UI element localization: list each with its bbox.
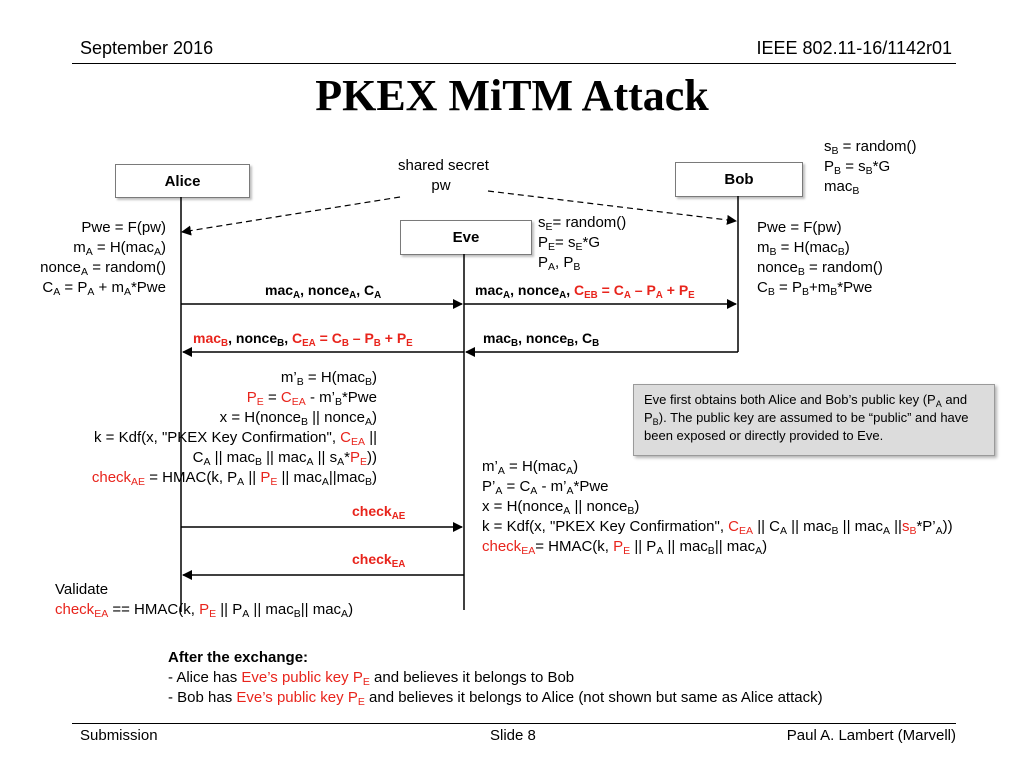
shared-secret-arrow-left [181,196,401,236]
eve-box: Eve [400,220,532,255]
alice-label: Alice [164,172,201,190]
check-ea-label: checkEA [352,551,406,570]
header-date: September 2016 [80,38,214,58]
msg2-label: macA, nonceA, CEB = CA – PA + PE [475,282,695,301]
footer-submission: Submission [80,727,158,744]
bob-box: Bob [675,162,803,197]
shared-secret-arrow-right [487,190,737,225]
eve-confirm-calc: m’A = H(macA) P’A = CA - m’A*Pwe x = H(n… [482,458,953,557]
msg1-label: macA, nonceA, CA [265,282,382,301]
after-exchange: After the exchange: - Alice has Eve’s pu… [168,649,823,708]
eve-setup: sE= random() PE= sE*G PA, PB [538,214,627,273]
header-doc-id: IEEE 802.11-16/1142r01 [756,38,952,58]
header-rule [72,63,956,64]
msg4-label: macB, nonceB, CEA = CB – PB + PE [193,330,413,349]
alice-confirm-calc: m’B = H(macB) PE = CEA - m’B*Pwe x = H(n… [91,369,377,488]
footer-slide-number: Slide 8 [490,727,536,744]
alice-validate: Validate checkEA == HMAC(k, PE || PA || … [55,581,354,620]
msg3-label: macB, nonceB, CB [483,330,600,349]
check-ae-label: checkAE [352,503,406,522]
footer-author: Paul A. Lambert (Marvell) [786,727,956,744]
bob-calc: Pwe = F(pw) mB = H(macB) nonceB = random… [757,219,883,298]
alice-calc: Pwe = F(pw) mA = H(macA) nonceA = random… [40,219,166,298]
alice-box: Alice [115,164,250,198]
bob-setup: sB = random() PB = sB*G macB [824,138,917,197]
footer-rule [72,723,956,724]
slide-title: PKEX MiTM Attack [315,71,709,120]
eve-note-box: Eve first obtains both Alice and Bob’s p… [633,384,995,456]
shared-secret-label: shared secret pw [398,157,489,194]
bob-label: Bob [724,171,754,188]
eve-label: Eve [452,229,480,246]
